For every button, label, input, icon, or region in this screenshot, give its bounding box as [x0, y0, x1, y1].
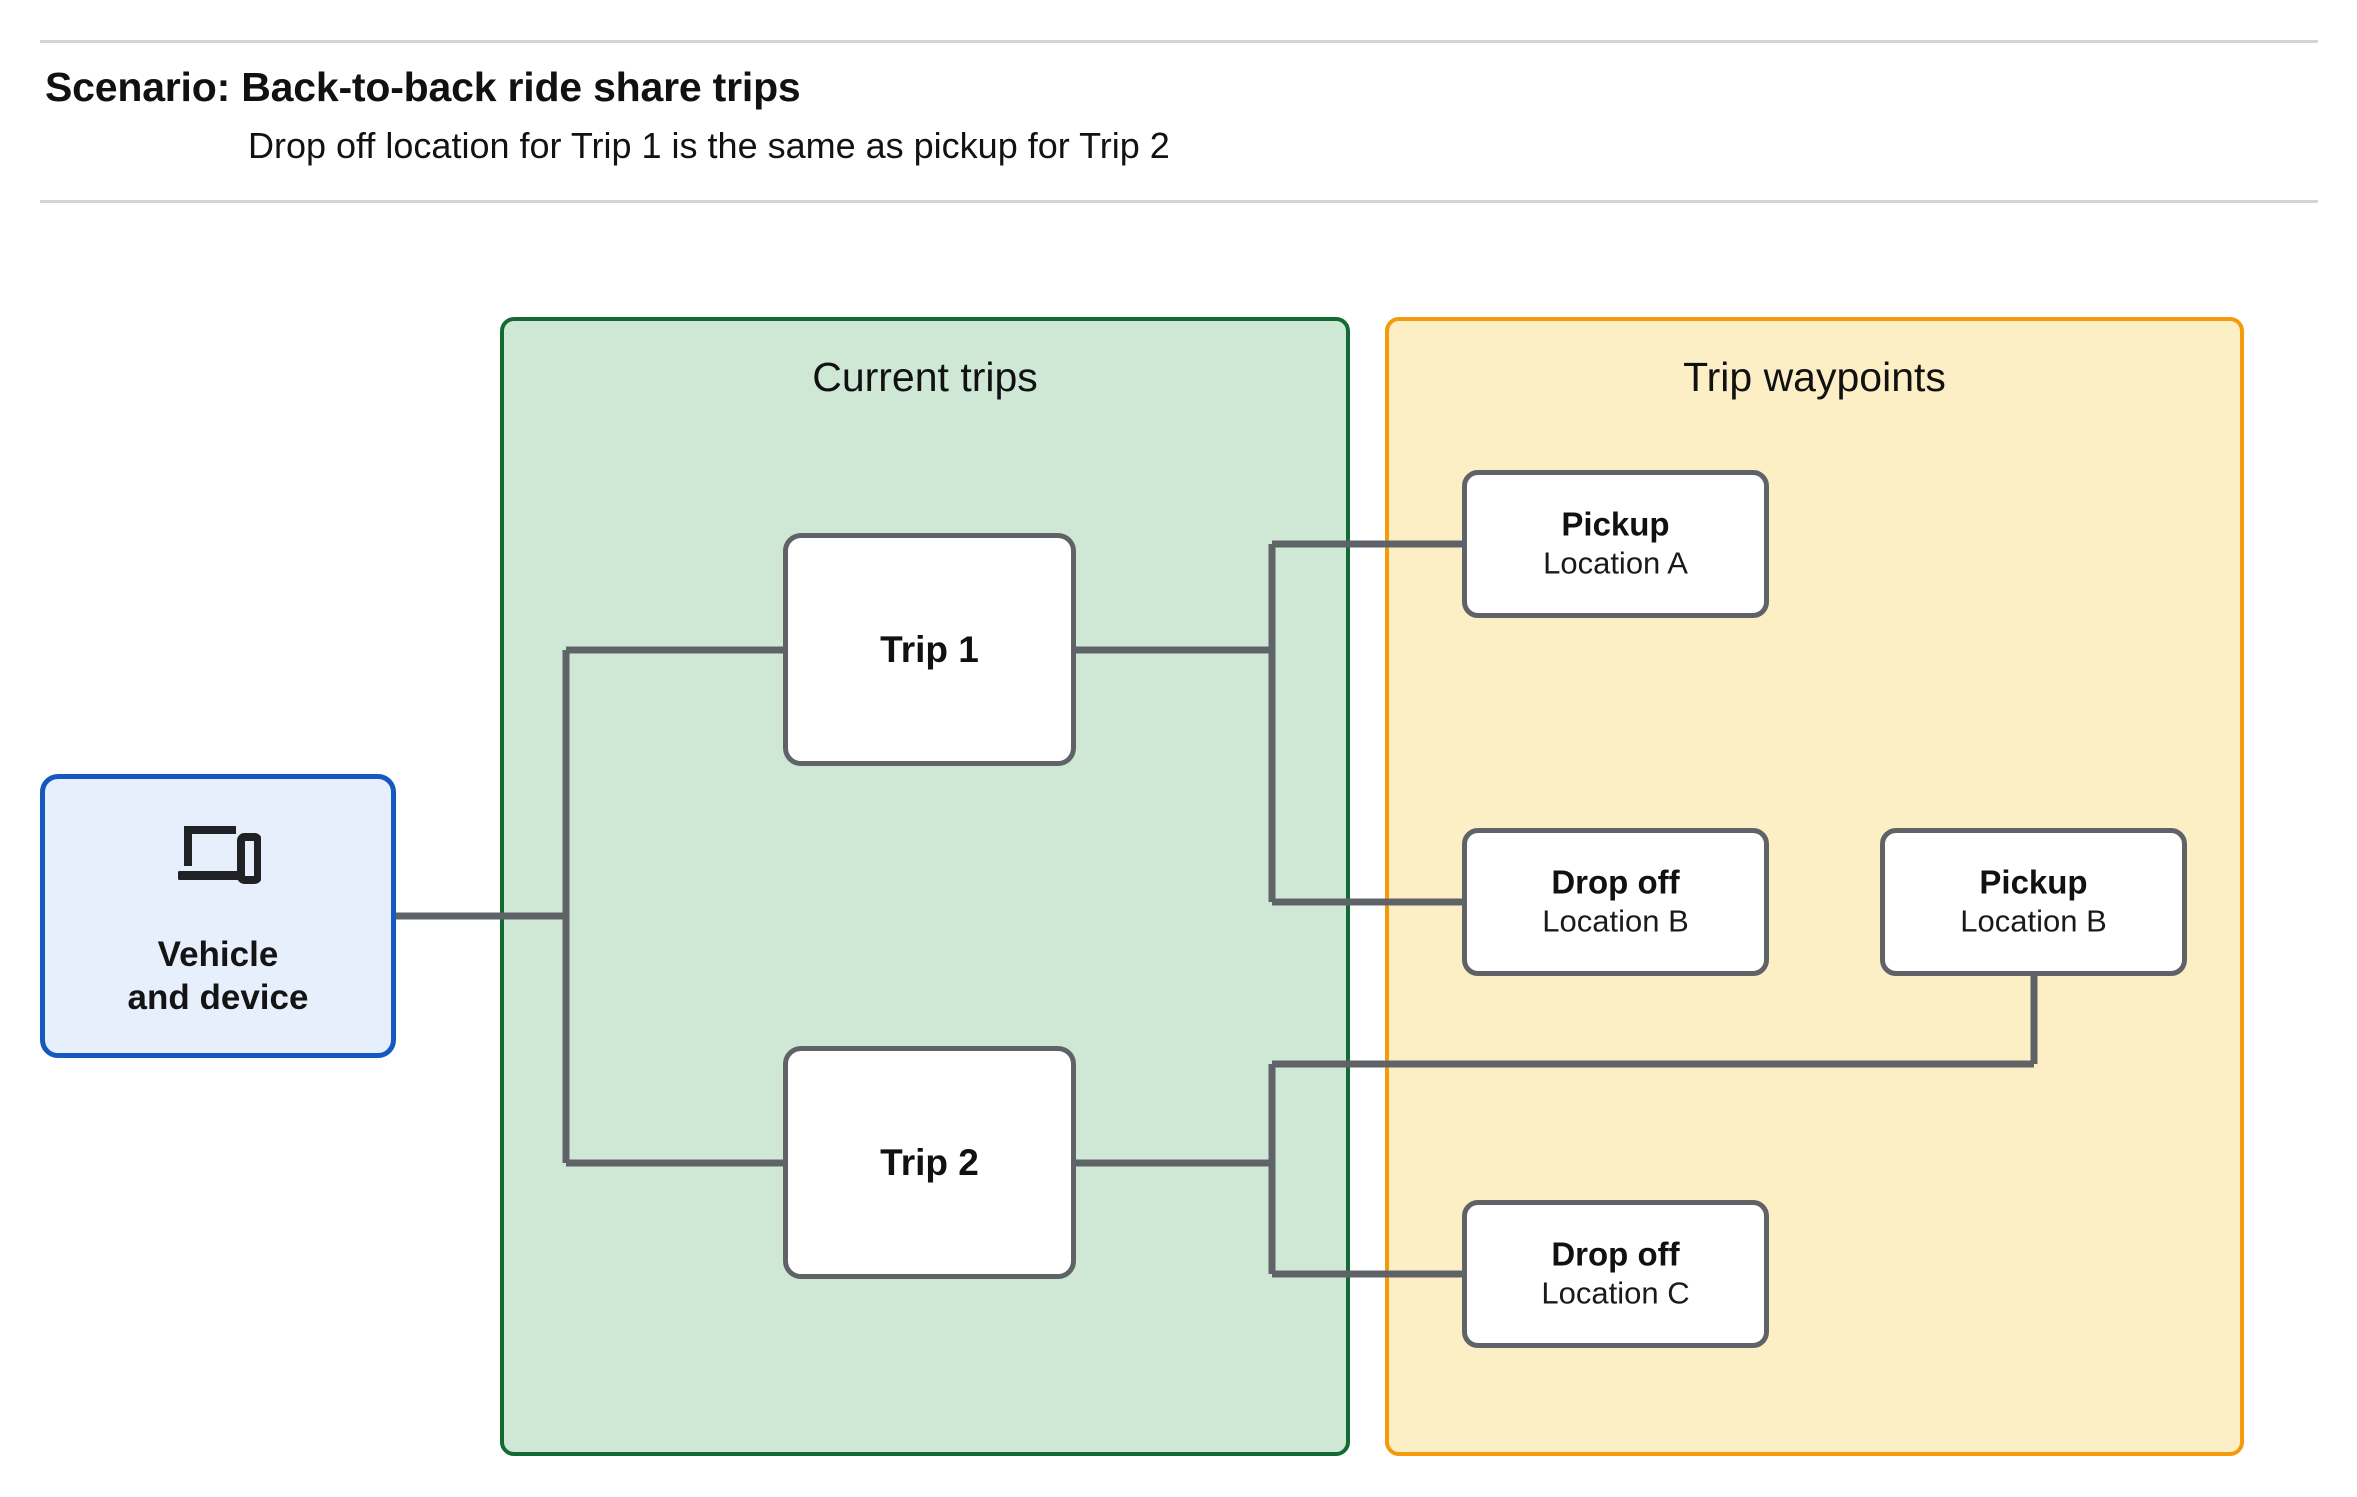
node-vehicle-and-device[interactable]: Vehicle and device	[40, 774, 396, 1058]
waypoint-location: Location A	[1543, 545, 1688, 581]
waypoint-kind: Drop off	[1551, 1235, 1680, 1273]
node-waypoint-dropoff-location-b[interactable]: Drop off Location B	[1462, 828, 1769, 976]
node-waypoint-pickup-location-b[interactable]: Pickup Location B	[1880, 828, 2187, 976]
node-trip-2-label: Trip 2	[880, 1141, 979, 1183]
node-trip-1[interactable]: Trip 1	[783, 533, 1076, 766]
waypoint-location: Location C	[1541, 1275, 1690, 1311]
page-title: Scenario: Back-to-back ride share trips	[45, 64, 801, 110]
node-trip-1-label: Trip 1	[880, 628, 979, 670]
waypoint-content: Drop off Location C	[1467, 1236, 1764, 1313]
waypoint-location: Location B	[1960, 903, 2107, 939]
group-current-trips-title: Current trips	[812, 354, 1038, 400]
header-divider-top	[40, 40, 2318, 43]
scenario-header: Scenario: Back-to-back ride share trips …	[0, 0, 2357, 205]
waypoint-content: Drop off Location B	[1467, 864, 1764, 941]
waypoint-kind: Pickup	[1561, 505, 1670, 543]
waypoint-kind: Drop off	[1551, 863, 1680, 901]
waypoint-content: Pickup Location A	[1467, 506, 1764, 583]
node-trip-2[interactable]: Trip 2	[783, 1046, 1076, 1279]
waypoint-kind: Pickup	[1979, 863, 2088, 901]
waypoint-location: Location B	[1542, 903, 1689, 939]
vehicle-and-device-label: Vehicle and device	[127, 935, 309, 1017]
node-waypoint-dropoff-location-c[interactable]: Drop off Location C	[1462, 1200, 1769, 1348]
node-waypoint-pickup-location-a[interactable]: Pickup Location A	[1462, 470, 1769, 618]
group-trip-waypoints-title: Trip waypoints	[1683, 354, 1946, 400]
waypoint-content: Pickup Location B	[1885, 864, 2182, 941]
header-divider-bottom	[40, 200, 2318, 203]
page-subtitle: Drop off location for Trip 1 is the same…	[248, 125, 1170, 166]
group-current-trips: Current trips	[500, 317, 1350, 1456]
devices-icon	[45, 821, 391, 887]
